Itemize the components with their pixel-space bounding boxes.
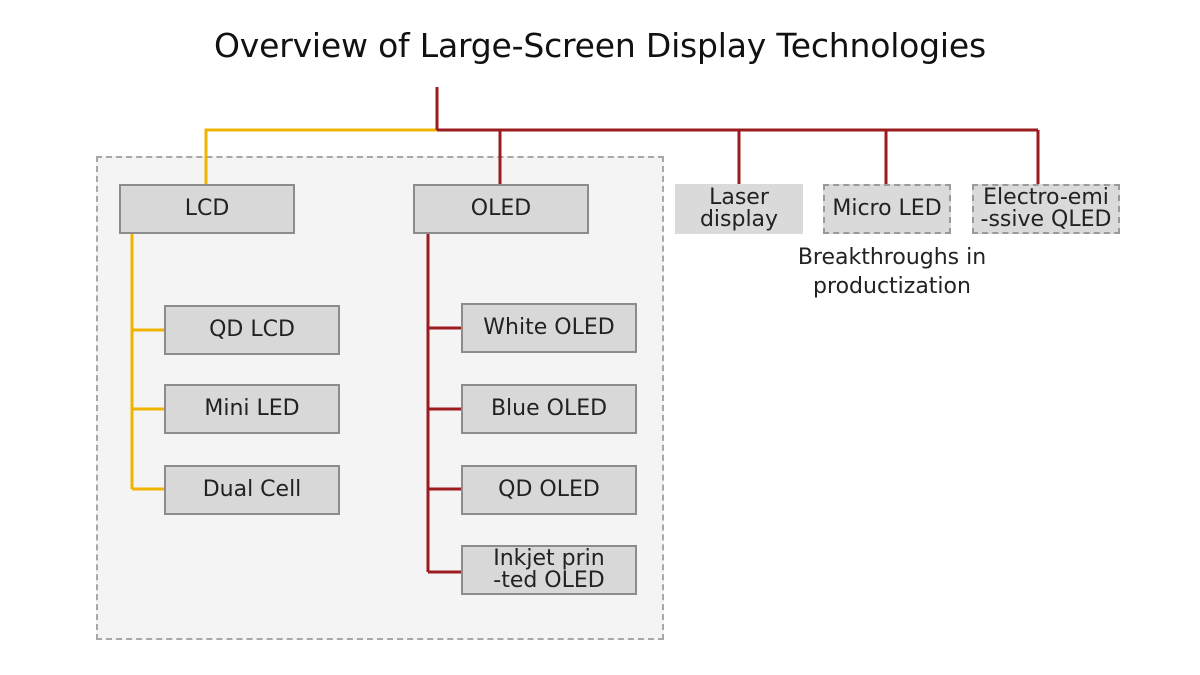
node-qd-oled: QD OLED	[461, 465, 637, 515]
node-label: Electro-emi -ssive QLED	[980, 185, 1112, 232]
node-label: LCD	[184, 196, 230, 221]
productization-note: Breakthroughs in productization	[797, 245, 987, 299]
node-label: QD LCD	[209, 317, 295, 342]
node-mini-led: Mini LED	[164, 384, 340, 434]
lcd-branch-lines	[130, 128, 437, 491]
node-electroemissive-qled: Electro-emi -ssive QLED	[972, 184, 1120, 234]
node-lcd: LCD	[119, 184, 295, 234]
diagram-title: Overview of Large-Screen Display Technol…	[214, 26, 986, 65]
main-branch-lines	[426, 87, 1040, 574]
node-micro-led: Micro LED	[823, 184, 951, 234]
node-label: Blue OLED	[490, 396, 608, 421]
node-blue-oled: Blue OLED	[461, 384, 637, 434]
node-label: White OLED	[483, 315, 615, 340]
node-white-oled: White OLED	[461, 303, 637, 353]
node-qd-lcd: QD LCD	[164, 305, 340, 355]
bus-to-lcd	[204, 128, 437, 184]
node-inkjet-printed-oled: Inkjet prin -ted OLED	[461, 545, 637, 595]
node-label: Inkjet prin -ted OLED	[493, 546, 605, 593]
node-oled: OLED	[413, 184, 589, 234]
node-laser-display: Laser display	[675, 184, 803, 234]
node-label: OLED	[470, 196, 532, 221]
node-label: Laser display	[699, 185, 779, 232]
node-label: QD OLED	[498, 477, 600, 502]
node-dual-cell: Dual Cell	[164, 465, 340, 515]
node-label: Dual Cell	[202, 477, 302, 502]
node-label: Mini LED	[204, 396, 300, 421]
node-label: Micro LED	[832, 196, 942, 221]
